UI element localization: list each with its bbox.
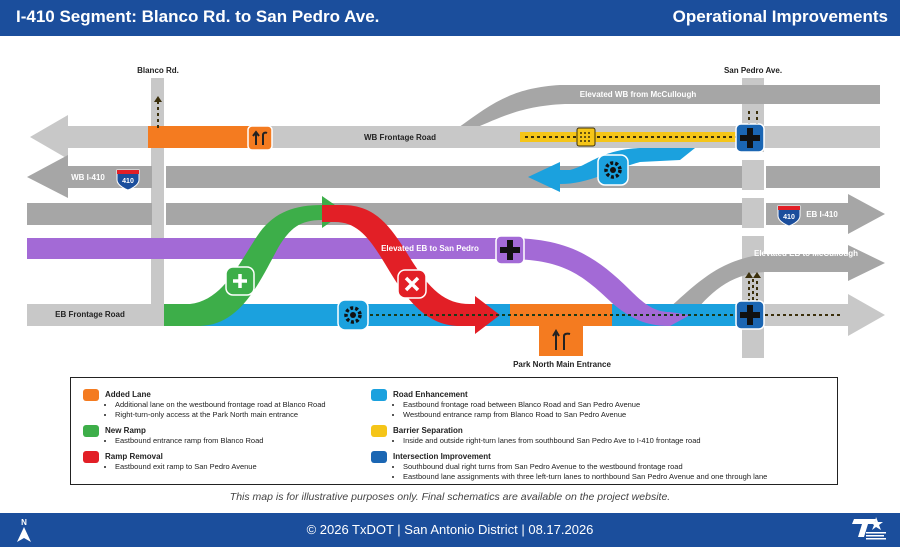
eb-i410-mainlane-left bbox=[27, 203, 152, 225]
footer-bar: N © 2026 TxDOT | San Antonio District | … bbox=[0, 513, 900, 547]
ramp-removal-icon bbox=[83, 451, 99, 463]
added-lane-icon bbox=[247, 125, 273, 151]
barrier-separation-icon bbox=[576, 127, 596, 147]
wb-i410-mainlane-right bbox=[766, 166, 880, 188]
label-eb-frontage: EB Frontage Road bbox=[55, 310, 125, 319]
added-lane-wb-frontage-tip bbox=[148, 126, 152, 148]
legend-box: Added Lane Additional lane on the westbo… bbox=[70, 377, 838, 485]
park-north-turn-icon bbox=[552, 329, 571, 350]
footer-text: © 2026 TxDOT | San Antonio District | 08… bbox=[306, 522, 594, 537]
legend-added-lane: Added Lane Additional lane on the westbo… bbox=[83, 389, 326, 419]
label-park-north: Park North Main Entrance bbox=[513, 360, 611, 369]
barrier-separation-icon bbox=[371, 425, 387, 437]
interstate-shield-eb: 410 bbox=[777, 205, 801, 227]
intersection-icon-elevated-eb bbox=[495, 235, 525, 265]
eb-i410-mainlane-middle bbox=[166, 203, 742, 225]
label-wb-frontage: WB Frontage Road bbox=[364, 133, 436, 142]
road-enhancement-icon bbox=[371, 389, 387, 401]
page-title: I-410 Segment: Blanco Rd. to San Pedro A… bbox=[16, 7, 380, 26]
ramp-removal-icon bbox=[397, 269, 427, 299]
north-arrow-icon: N bbox=[17, 518, 31, 542]
legend-ramp-removal: Ramp Removal Eastbound exit ramp to San … bbox=[83, 451, 257, 472]
intersection-icon-eb bbox=[735, 300, 765, 330]
label-elevated-eb-mc: Elevated EB to McCullough bbox=[754, 249, 858, 258]
park-north-entrance bbox=[539, 304, 583, 356]
label-blanco: Blanco Rd. bbox=[137, 66, 179, 75]
elevated-eb-san-pedro-ramp bbox=[27, 238, 690, 326]
txdot-logo-icon bbox=[852, 517, 886, 540]
eb-i410-mainlane-right bbox=[766, 194, 885, 234]
disclaimer: This map is for illustrative purposes on… bbox=[229, 491, 671, 503]
wb-i410-mainlane-left bbox=[27, 155, 152, 198]
label-eb-i410: EB I-410 bbox=[806, 210, 838, 219]
label-wb-i410: WB I-410 bbox=[71, 173, 105, 182]
shield-number-eb: 410 bbox=[783, 214, 795, 221]
elevated-wb-ramp bbox=[455, 85, 880, 130]
legend-road-enhancement: Road Enhancement Eastbound frontage road… bbox=[371, 389, 640, 419]
legend-barrier-separation: Barrier Separation Inside and outside ri… bbox=[371, 425, 701, 446]
intersection-icon-wb bbox=[735, 123, 765, 153]
road-enhancement-icon-wb bbox=[597, 154, 629, 186]
map-canvas: 410 410 Blanco Rd. San Pedro Ave. Elevat… bbox=[27, 66, 885, 369]
label-san-pedro: San Pedro Ave. bbox=[724, 66, 782, 75]
north-label: N bbox=[21, 518, 27, 527]
intersection-icon bbox=[371, 451, 387, 463]
barrier-separation-lane bbox=[520, 132, 742, 142]
label-elevated-wb: Elevated WB from McCullough bbox=[580, 90, 697, 99]
wb-i410-mainlane-middle bbox=[166, 166, 742, 188]
interstate-shield-wb: 410 bbox=[116, 169, 140, 191]
new-ramp-icon bbox=[225, 266, 255, 296]
new-ramp-blanco bbox=[164, 196, 345, 326]
header-bar: I-410 Segment: Blanco Rd. to San Pedro A… bbox=[0, 0, 900, 36]
shield-number-wb: 410 bbox=[122, 178, 134, 185]
added-lane-wb-frontage bbox=[152, 126, 270, 148]
new-ramp-icon bbox=[83, 425, 99, 437]
road-enhancement-icon-eb bbox=[337, 299, 369, 331]
elevated-eb-mcc-ramp bbox=[665, 245, 885, 318]
legend-intersection: Intersection Improvement Southbound dual… bbox=[371, 451, 767, 481]
added-lane-icon bbox=[83, 389, 99, 401]
header-subtitle: Operational Improvements bbox=[672, 7, 888, 26]
legend-new-ramp: New Ramp Eastbound entrance ramp from Bl… bbox=[83, 425, 263, 446]
label-elevated-eb-sp: Elevated EB to San Pedro bbox=[381, 244, 479, 253]
